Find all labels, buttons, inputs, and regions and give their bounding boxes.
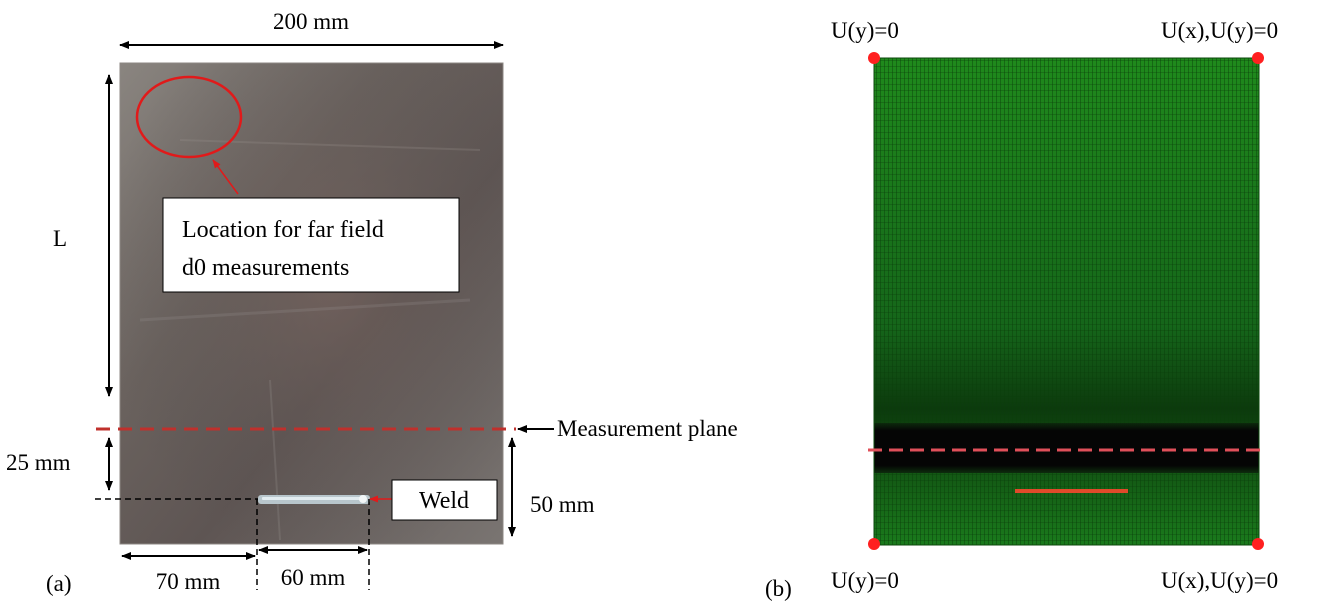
far-field-arrow — [212, 159, 239, 195]
panel-b: U(y)=0 U(x),U(y)=0 U(y)=0 U(x),U(y)=0 (b… — [765, 18, 1278, 601]
offset-50-label: 50 mm — [530, 492, 595, 517]
constraint-dot-bottom-right — [1252, 538, 1264, 550]
weld-label-box: Weld — [391, 479, 498, 521]
offset-25-label: 25 mm — [6, 450, 71, 475]
panel-b-caption: (b) — [765, 576, 792, 601]
weld-length-label: 60 mm — [281, 565, 346, 590]
measurement-plane-label: Measurement plane — [557, 416, 738, 441]
panel-a: Location for far field d0 measurements 2… — [6, 9, 738, 596]
weld-label: Weld — [419, 488, 469, 514]
offset-70-label: 70 mm — [156, 569, 221, 594]
fe-mesh — [873, 57, 1260, 546]
bc-top-left: U(y)=0 — [831, 18, 899, 43]
far-field-note: Location for far field d0 measurements — [162, 197, 460, 293]
constraint-dot-top-right — [1252, 52, 1264, 64]
bc-bottom-left: U(y)=0 — [831, 568, 899, 593]
weld-bead — [258, 495, 370, 504]
bc-bottom-right: U(x),U(y)=0 — [1161, 568, 1278, 593]
length-label: L — [53, 226, 67, 251]
far-field-ellipse — [135, 75, 243, 159]
constraint-dot-top-left — [868, 52, 880, 64]
far-field-note-line1: Location for far field — [182, 217, 384, 243]
width-label: 200 mm — [273, 9, 349, 34]
constraint-dot-bottom-left — [868, 538, 880, 550]
bc-top-right: U(x),U(y)=0 — [1161, 18, 1278, 43]
panel-a-caption: (a) — [46, 571, 72, 596]
plate-photo — [119, 62, 504, 545]
far-field-note-line2: d0 measurements — [182, 255, 349, 281]
refined-mesh-band — [874, 423, 1259, 473]
